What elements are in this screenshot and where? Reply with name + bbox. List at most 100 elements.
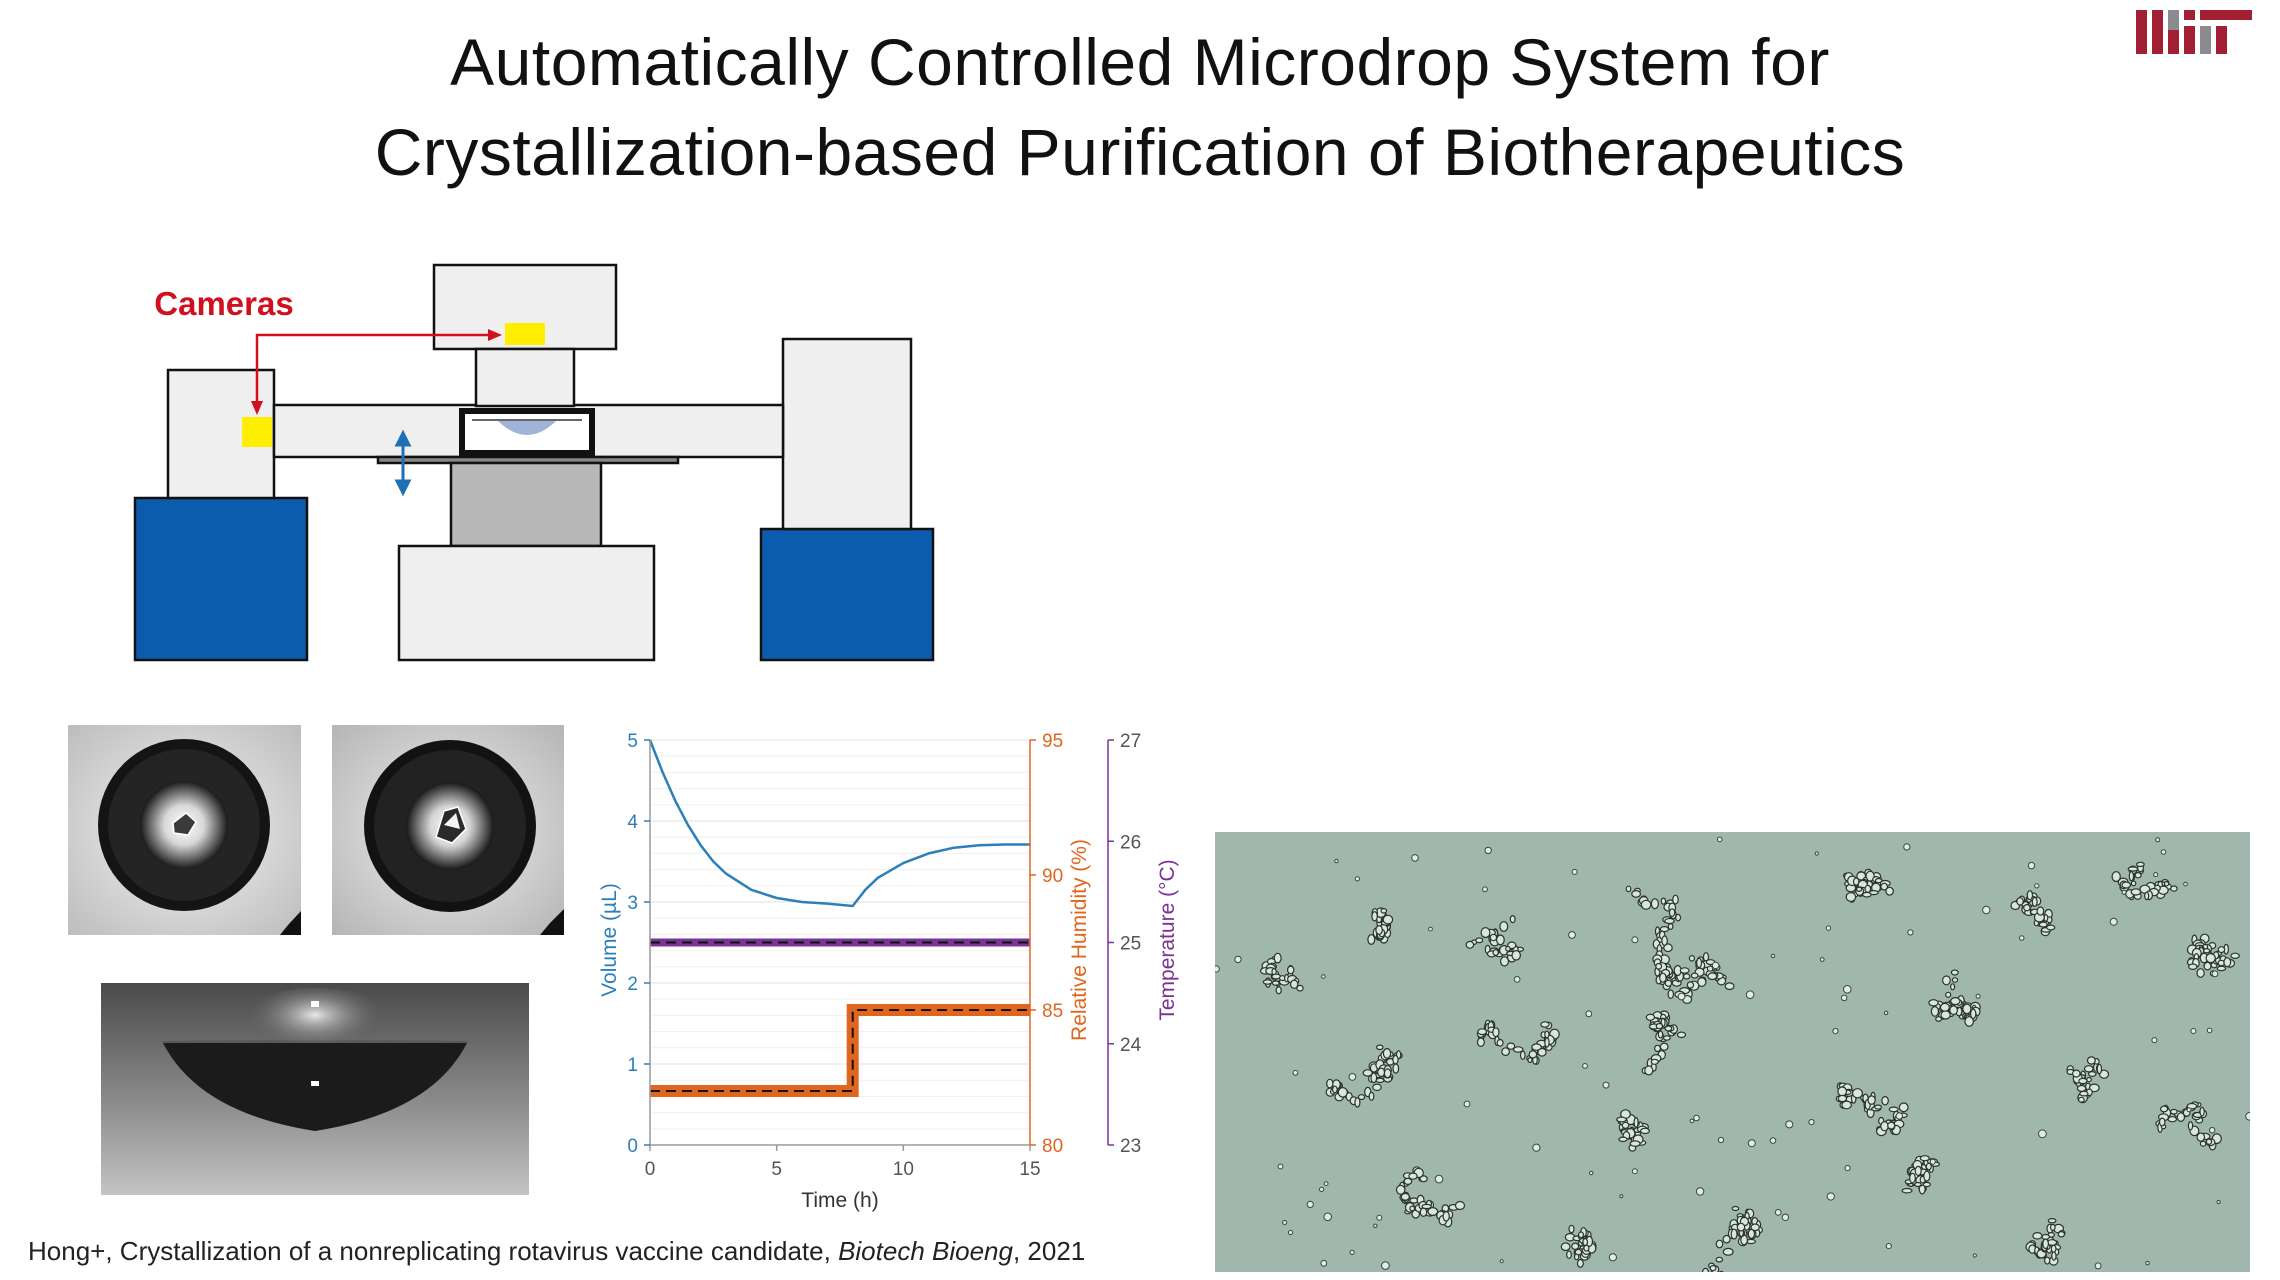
crystal-particle (1950, 997, 1961, 1006)
crystal-particle (2223, 957, 2232, 968)
citation-journal: Biotech Bioeng (838, 1236, 1013, 1266)
crystal-particle (1289, 979, 1299, 989)
stage-column (449, 461, 603, 548)
chart-series (648, 739, 1030, 1097)
crystal-particle (1442, 1210, 1450, 1222)
crystal-particle (1619, 1194, 1624, 1199)
crystal-particle (1392, 1054, 1399, 1065)
crystal-particle (1275, 986, 1282, 995)
crystal-particle (1408, 1172, 1418, 1180)
crystal-particle (1323, 1212, 1332, 1222)
mit-logo (2136, 10, 2252, 54)
crystal-particle (1602, 1081, 1610, 1089)
apparatus-schematic: Cameras (133, 263, 935, 662)
crystal-particle (1715, 1239, 1724, 1249)
crystal-particle (1392, 1063, 1400, 1074)
crystal-particle (1718, 1270, 1724, 1272)
crystal-particle (2057, 1231, 2066, 1238)
crystal-particle (2196, 968, 2205, 978)
crystal-particle (2109, 917, 2118, 926)
crystal-particle (1923, 1170, 1931, 1182)
crystal-particle (1513, 976, 1521, 983)
crystal-particle (1375, 1077, 1385, 1084)
crystal-particle (1895, 1112, 1903, 1120)
crystal-particle (1874, 1104, 1883, 1110)
volume-axis-label: Volume (µL) (598, 883, 621, 997)
crystal-particle (1730, 1228, 1738, 1240)
crystal-particle (1476, 1037, 1485, 1047)
crystal-particle (1667, 989, 1675, 999)
crystal-particle (1621, 1121, 1630, 1129)
volume-tick-label: 1 (627, 1055, 638, 1076)
crystal-particle (1262, 979, 1273, 985)
crystal-particle (1372, 1083, 1382, 1092)
temperature-tick-label: 24 (1120, 1035, 1142, 1056)
volume-tick-label: 2 (627, 974, 638, 995)
crystal-particle (1939, 1002, 1950, 1012)
crystal-particle (1661, 935, 1668, 946)
crystal-particle (2087, 1071, 2097, 1077)
crystal-particle (1695, 1187, 1705, 1196)
crystal-particle (1982, 905, 1991, 915)
crystal-particle (1496, 934, 1505, 946)
temperature-axis-label: Temperature (°C) (1156, 859, 1179, 1020)
crystal-particle (1901, 1187, 1913, 1194)
crystal-particle (1566, 1250, 1572, 1260)
crystal-particle (1693, 1114, 1700, 1122)
crystal-particle (2023, 903, 2031, 912)
crystal-particle (1500, 956, 1510, 967)
crystal-particle (1334, 858, 1339, 864)
crystal-particle (1677, 992, 1686, 1001)
crystal-particle (1319, 1186, 1325, 1192)
crystal-particle (1409, 1205, 1416, 1212)
crystal-particle (1716, 836, 1723, 843)
crystal-particle (1465, 940, 1475, 949)
crystal-particle (1528, 1050, 1538, 1059)
crystal-particle (1288, 1229, 1294, 1236)
temperature-tick-label: 25 (1120, 934, 1141, 955)
crystal-particle (1618, 1136, 1628, 1143)
slide-title-line-1: Automatically Controlled Microdrop Syste… (450, 25, 1830, 99)
crystal-particle (1480, 927, 1491, 939)
x-tick-label: 0 (645, 1159, 656, 1180)
crystal-particle (1826, 1192, 1835, 1201)
crystal-particle (1512, 1046, 1524, 1053)
crystal-particle (1633, 1117, 1639, 1129)
crystal-particle (1582, 1237, 1589, 1247)
crystal-particle (1781, 1213, 1790, 1221)
crystal-particle (2188, 963, 2198, 971)
volume-tick-label: 4 (627, 812, 638, 833)
crystal-particle (1942, 975, 1951, 986)
crystal-particle (1320, 1259, 1328, 1267)
crystal-particle (1644, 1065, 1654, 1076)
crystal-particle (2038, 1129, 2047, 1139)
crystal-particle (1885, 1243, 1892, 1250)
crystal-particle (1945, 991, 1952, 998)
crystal-particle (1376, 1214, 1383, 1221)
crystal-particle (1631, 1168, 1638, 1175)
crystal-particle (2211, 970, 2219, 978)
crystal-particle (2044, 1256, 2051, 1265)
crystal-particle (1568, 931, 1576, 939)
crystal-particle (1747, 1139, 1756, 1148)
crystal-particle (1659, 972, 1667, 983)
crystal-particle (1215, 965, 1220, 973)
crystal-particle (2217, 946, 2226, 954)
crystal-particle (2050, 1244, 2057, 1253)
crystal-particle (1376, 1044, 1384, 1051)
crystal-particle (1701, 1267, 1710, 1272)
crystal-particle (1296, 984, 1304, 992)
crystal-particle (2076, 1084, 2087, 1092)
crystal-particle (2078, 1077, 2088, 1085)
crystal-particle (1655, 962, 1663, 970)
top-camera (505, 323, 545, 345)
crystal-particle (2036, 906, 2045, 916)
crystal-particle (2206, 1027, 2213, 1034)
crystal-particle (2111, 871, 2121, 883)
crystal-particle (2127, 866, 2139, 872)
crystal-particle (1277, 1163, 1284, 1170)
crystal-particle (1573, 1253, 1580, 1261)
crystal-particle (2128, 871, 2135, 882)
crystal-particle (1234, 955, 1242, 964)
crystal-particle (2199, 1140, 2207, 1147)
